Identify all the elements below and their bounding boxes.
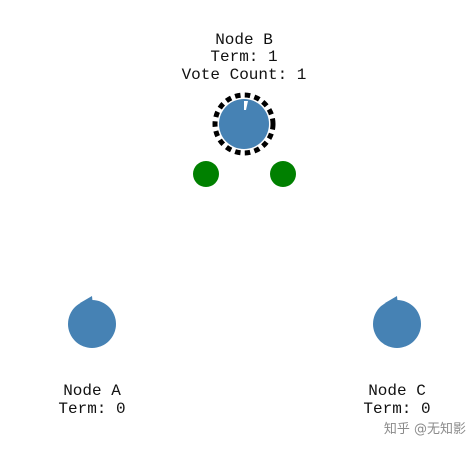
node-b-circle [219, 99, 269, 149]
node-b-vote-count: Vote Count: 1 [182, 66, 307, 84]
node-b-name: Node B [215, 31, 273, 49]
vote-request-dot-right [270, 161, 296, 187]
node-c-circle [373, 300, 421, 348]
vote-request-dot-left [193, 161, 219, 187]
node-c-term: Term: 0 [363, 400, 430, 418]
node-a-timer-notch [80, 296, 93, 306]
watermark-text: 知乎 @无知影 [384, 421, 466, 437]
node-c-timer-notch [385, 296, 398, 306]
node-c-name: Node C [368, 382, 426, 400]
node-a-term: Term: 0 [58, 400, 125, 418]
node-a-name: Node A [63, 382, 121, 400]
node-a: Node A Term: 0 [58, 296, 126, 418]
node-a-circle [68, 300, 116, 348]
node-b-term: Term: 1 [210, 48, 277, 66]
candidate-dashed-ring [212, 92, 276, 156]
election-timer-notch [244, 101, 248, 110]
node-c: Node C Term: 0 [363, 296, 431, 418]
node-b: Node B Term: 1 Vote Count: 1 [182, 31, 307, 187]
